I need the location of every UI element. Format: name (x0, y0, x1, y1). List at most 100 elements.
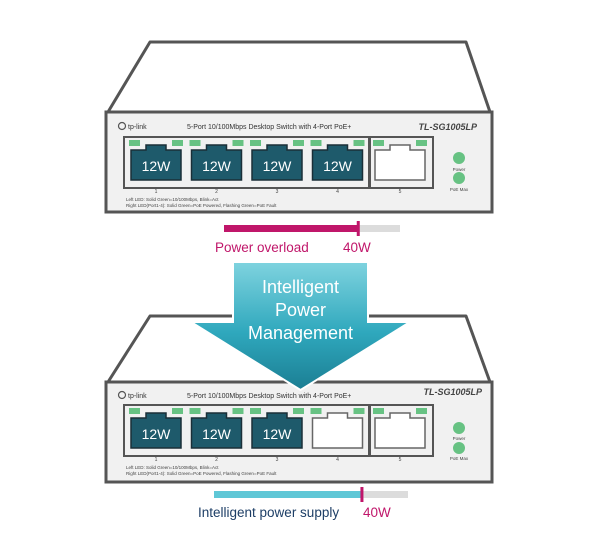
port-led-right (172, 140, 183, 146)
arrow-text-line3: Management (248, 323, 353, 343)
port-power-label: 12W (142, 158, 172, 174)
port-led-left (310, 140, 322, 146)
ethernet-port-icon (374, 412, 426, 449)
port-number-label: 3 (276, 457, 279, 463)
port-number-label: 4 (336, 189, 339, 195)
port-led-right (416, 140, 427, 146)
port-led-left (129, 408, 140, 414)
supply-label: Intelligent power supply (198, 505, 339, 520)
port-power-label: 12W (142, 426, 172, 442)
port-number-label: 4 (336, 457, 339, 463)
port-5: 5 (373, 408, 427, 463)
ethernet-port-icon (130, 412, 182, 449)
port-1: 12W 1 (129, 140, 183, 195)
poe-max-label: PoE Max (450, 187, 469, 192)
arrow-text-line2: Power (275, 300, 326, 320)
brand-label: tp-link (128, 124, 147, 131)
port-led-left (250, 408, 261, 414)
supply-meter: Intelligent power supply 40W (198, 487, 408, 520)
led-legend-line2: Right LED(Port1-4): Solid Green=PoE Powe… (126, 203, 277, 208)
ethernet-port-icon (311, 144, 364, 181)
poe-max-label: PoE Max (450, 456, 469, 461)
overload-meter: Power overload 40W (215, 221, 400, 255)
port-led-left (189, 140, 201, 146)
port-5-frame (369, 136, 434, 189)
port-led-right (172, 408, 183, 414)
ethernet-port-icon (251, 144, 303, 181)
poe-max-led (453, 172, 465, 184)
led-legend-line2: Right LED(Port1-4): Solid Green=PoE Powe… (126, 471, 277, 476)
port-led-right (353, 140, 365, 146)
port-number-label: 5 (399, 457, 402, 463)
port-5-frame (369, 404, 434, 457)
arrow-text-line1: Intelligent (262, 277, 339, 297)
port-number-label: 1 (155, 189, 158, 195)
port-list: 12W 1 12W 2 12W 3 12W 4 5 (129, 140, 427, 195)
power-led (453, 422, 465, 434)
port-led-left (373, 140, 384, 146)
port-number-label: 1 (155, 457, 158, 463)
brand-label: tp-link (128, 393, 147, 400)
port-number-label: 2 (215, 189, 218, 195)
overload-bar-fill (224, 225, 358, 232)
power-led (453, 152, 465, 164)
port-2: 12W 2 (189, 140, 244, 195)
supply-limit-marker (360, 487, 364, 502)
tplink-logo: tp-link (117, 390, 147, 400)
power-led-label: Power (453, 167, 466, 172)
port-led-right (293, 140, 304, 146)
port-power-label: 12W (263, 426, 293, 442)
power-led-top: Power PoE Max (450, 152, 469, 192)
switch-description: 5-Port 10/100Mbps Desktop Switch with 4-… (187, 124, 351, 131)
port-power-label: 12W (263, 158, 293, 174)
port-led-left (129, 140, 140, 146)
arrow-shape (187, 261, 414, 392)
port-list: 12W 1 12W 2 12W 3 4 5 (129, 408, 427, 463)
ethernet-port-icon (190, 412, 243, 449)
ethernet-port-icon (311, 412, 364, 449)
tplink-logo: tp-link (117, 121, 147, 131)
model-label: TL-SG1005LP (423, 387, 483, 397)
overload-limit-marker (356, 221, 360, 236)
port-5: 5 (373, 140, 427, 195)
port-led-left (310, 408, 322, 414)
port-number-label: 2 (215, 457, 218, 463)
poe-max-led (453, 442, 465, 454)
port-led-right (353, 408, 365, 414)
led-legend-line1: Left LED: Solid Green=10/100Mbps, Blink=… (126, 197, 219, 202)
led-legend-line1: Left LED: Solid Green=10/100Mbps, Blink=… (126, 465, 219, 470)
supply-limit-label: 40W (363, 505, 391, 520)
port-3: 12W 3 (250, 140, 304, 195)
port-number-label: 3 (276, 189, 279, 195)
port-1: 12W 1 (129, 408, 183, 463)
port-2: 12W 2 (189, 408, 244, 463)
overload-limit-label: 40W (343, 240, 371, 255)
switch-top-roof (106, 40, 492, 114)
port-led-right (293, 408, 304, 414)
port-3: 12W 3 (250, 408, 304, 463)
ethernet-port-icon (130, 144, 182, 181)
ethernet-port-icon (190, 144, 243, 181)
switch-top: tp-link 5-Port 10/100Mbps Desktop Switch… (104, 40, 494, 214)
switch-description: 5-Port 10/100Mbps Desktop Switch with 4-… (187, 393, 351, 400)
supply-bar-fill (214, 491, 362, 498)
ethernet-port-icon (374, 144, 426, 181)
model-label: TL-SG1005LP (418, 122, 478, 132)
overload-label: Power overload (215, 240, 309, 255)
port-led-right (416, 408, 427, 414)
port-number-label: 5 (399, 189, 402, 195)
port-led-left (373, 408, 384, 414)
port-led-left (189, 408, 201, 414)
port-power-label: 12W (202, 426, 232, 442)
port-led-right (232, 408, 244, 414)
port-4: 12W 4 (310, 140, 365, 195)
ethernet-port-icon (251, 412, 303, 449)
intelligent-power-management-arrow: Intelligent Power Management (187, 261, 414, 392)
port-power-label: 12W (202, 158, 232, 174)
port-led-right (232, 140, 244, 146)
port-power-label: 12W (323, 158, 353, 174)
port-led-left (250, 140, 261, 146)
power-led-bottom: Power PoE Max (450, 422, 469, 461)
port-4: 4 (310, 408, 365, 463)
